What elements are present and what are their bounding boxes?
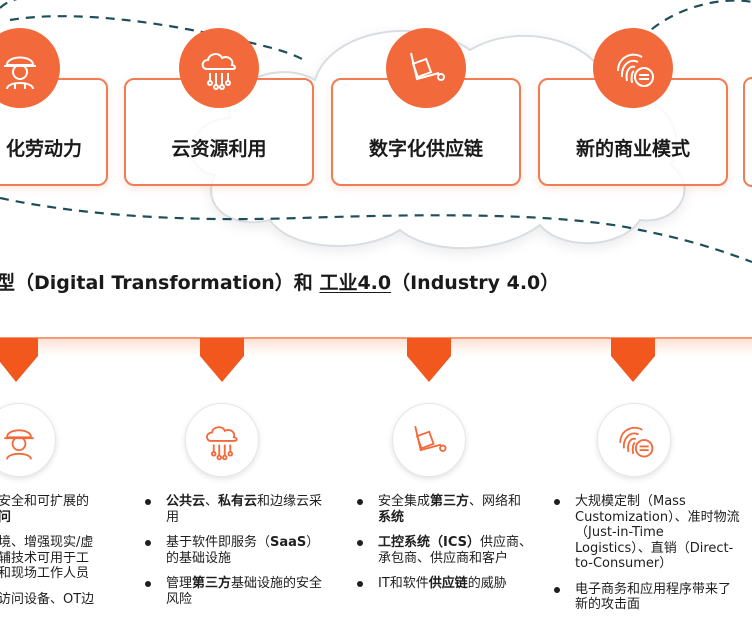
column-cloud: 公共云、私有云和边缘云采用 基于软件即服务（SaaS）的基础设施 管理第三方基础… [144, 494, 324, 617]
section-heading: 型（Digital Transformation）和 工业4.0（Industr… [0, 268, 559, 295]
bullet-item: 基于软件即服务（SaaS）的基础设施 [144, 535, 324, 566]
cloud-network-icon [185, 403, 259, 477]
bullet-item: 大规模定制（Mass Customization）、准时物流（Just-in-T… [553, 494, 743, 572]
bullet-item: 境、增强现实/虚辅技术可用于工和现场工作人员 [0, 535, 94, 581]
card-label: 数字化供应链 [368, 137, 483, 160]
column-workforce: 安全和可扩展的问 境、增强现实/虚辅技术可用于工和现场工作人员 访问设备、OT边 [0, 494, 102, 617]
dashed-curve-right [639, 0, 752, 41]
card-workforce: 化劳动力 [0, 78, 108, 186]
hand-truck-icon [386, 28, 466, 108]
heading-industry40: 工业4.0 [319, 272, 392, 294]
arrow-markers [0, 338, 655, 382]
cloud-network-icon [179, 28, 259, 108]
arrow-band [0, 338, 752, 356]
bullet-item: 公共云、私有云和边缘云采用 [144, 494, 324, 525]
bullet-item: 访问设备、OT边 [0, 591, 95, 607]
fingerprint-icon [593, 28, 673, 108]
card-label: 化劳动力 [5, 137, 82, 160]
dashed-curve-bottom [0, 196, 752, 264]
card-label: 云资源利用 [171, 137, 267, 160]
heading-part1: 型（Digital Transformation）和 [0, 272, 320, 294]
fingerprint-icon [597, 403, 671, 477]
column-business-model: 大规模定制（Mass Customization）、准时物流（Just-in-T… [553, 494, 743, 623]
bullet-item: 安全集成第三方、网络和系统 [356, 494, 532, 525]
card-label: 新的商业模式 [575, 137, 690, 160]
bullet-item: 安全和可扩展的问 [0, 494, 90, 525]
worker-icon [0, 28, 60, 108]
hand-truck-icon [392, 403, 466, 477]
heading-part3: （Industry 4.0） [391, 272, 560, 294]
bullet-item: 管理第三方基础设施的安全风险 [144, 576, 324, 607]
bullet-item: IT和软件供应链的威胁 [356, 576, 532, 592]
bullet-item: 工控系统（ICS）供应商、承包商、供应商和客户 [356, 535, 532, 566]
column-supply-chain: 安全集成第三方、网络和系统 工控系统（ICS）供应商、承包商、供应商和客户 IT… [356, 494, 532, 602]
bullet-item: 电子商务和应用程序带来了新的攻击面 [553, 582, 743, 613]
dashed-arc-left [0, 0, 18, 9]
